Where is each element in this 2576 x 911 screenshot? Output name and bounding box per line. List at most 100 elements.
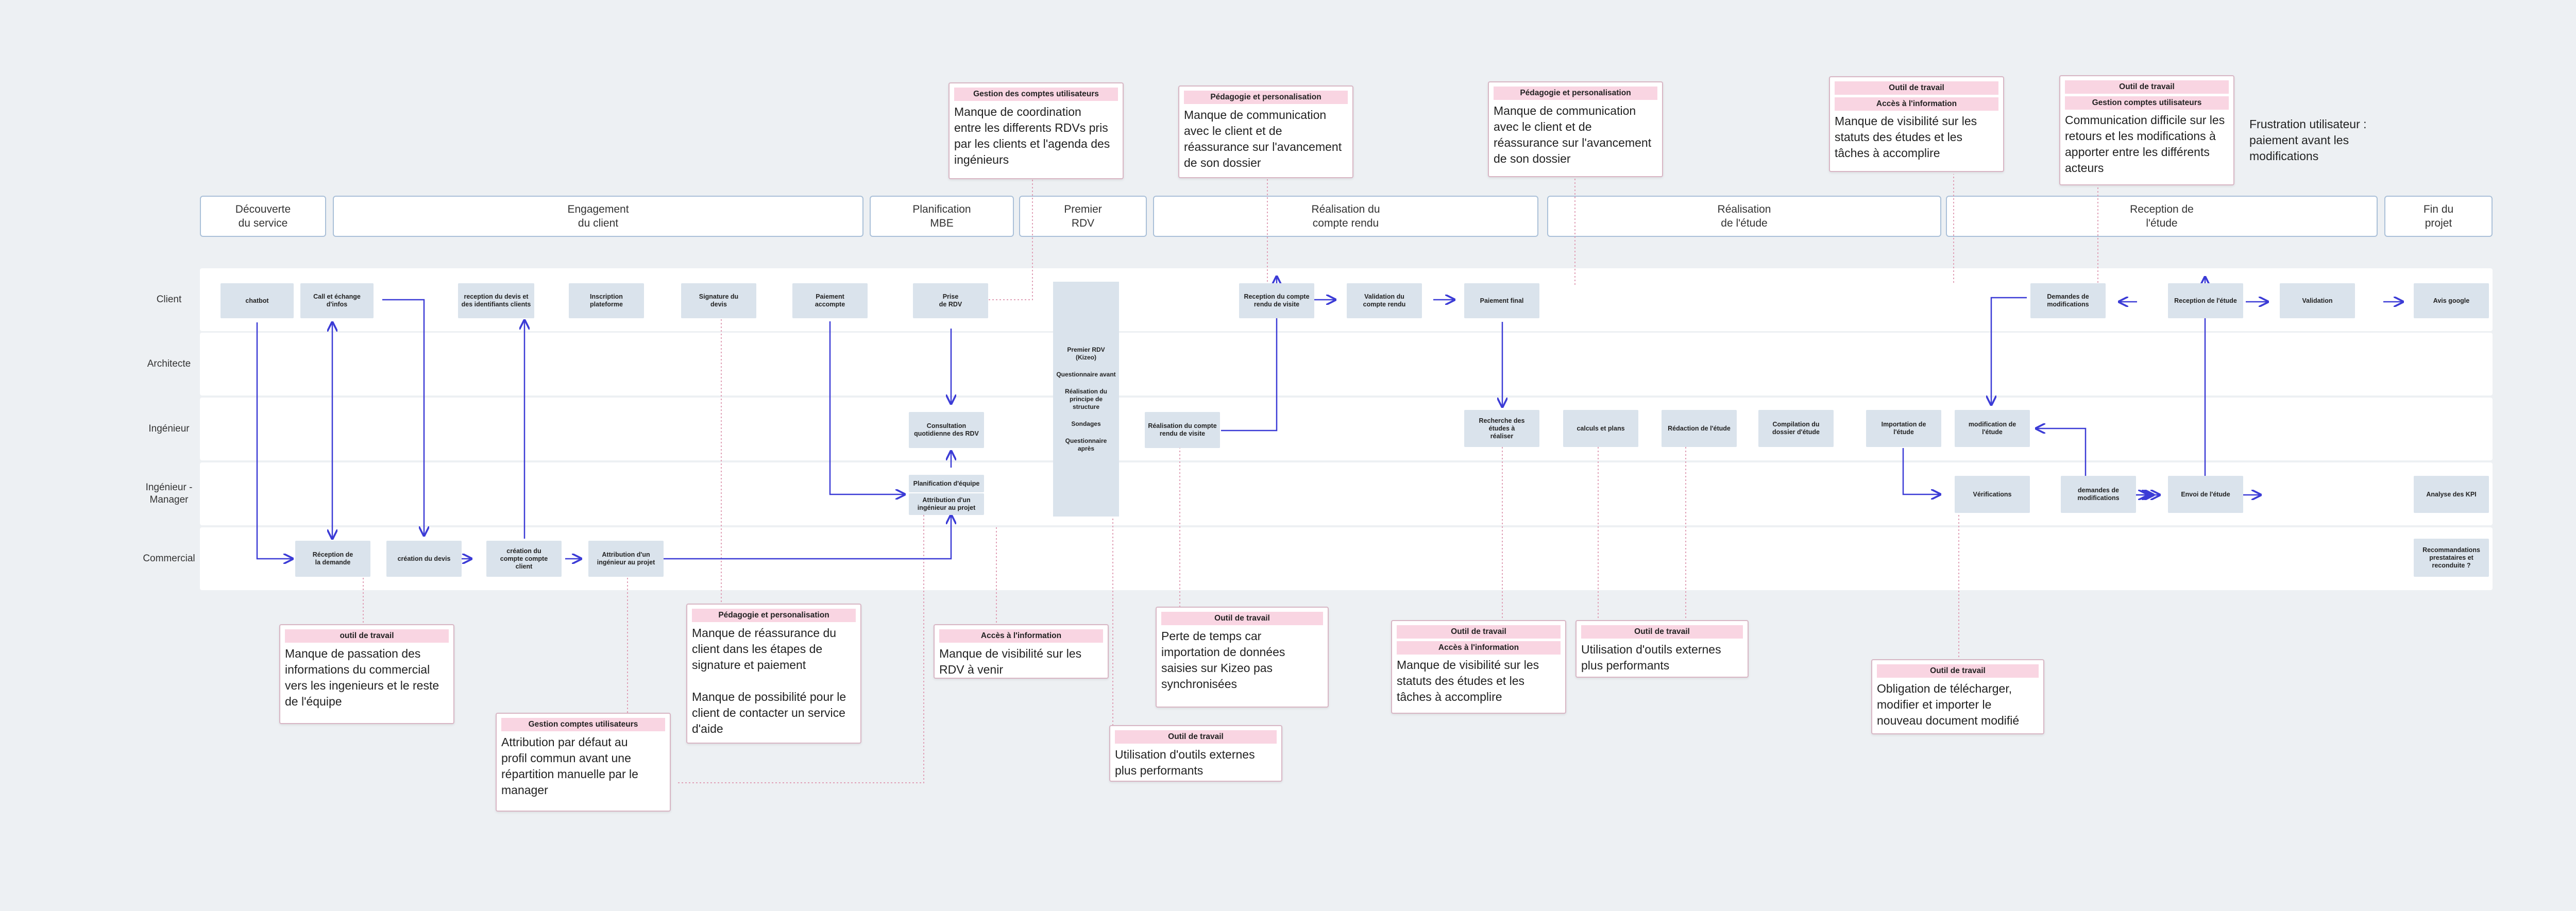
step-paiement-final: Paiement final xyxy=(1464,283,1539,318)
note-tag: Outil de travail xyxy=(2065,80,2229,94)
pain-note-outils-externes-2: Outil de travail Utilisation d'outils ex… xyxy=(1575,620,1749,678)
note-text: Manque de coordination entre les differe… xyxy=(954,105,1110,166)
step-importation: Importation de l'étude xyxy=(1866,410,1941,447)
step-planification-equipe: Planification d'équipe xyxy=(909,475,984,492)
note-tag: Outil de travail xyxy=(1397,625,1561,639)
step-analyse-kpi: Analyse des KPI xyxy=(2414,476,2489,513)
pain-note-passation: outil de travail Manque de passation des… xyxy=(279,624,454,724)
note-text: Perte de temps car importation de donnée… xyxy=(1161,629,1285,691)
lane-architecte xyxy=(200,333,2493,396)
pain-note-visibilite-top: Outil de travail Accès à l'information M… xyxy=(1829,76,2004,172)
phase-reception: Reception de l'étude xyxy=(1946,196,2378,237)
note-tag: Gestion comptes utilisateurs xyxy=(2065,96,2229,110)
questionnaire-apres: Questionnaire après xyxy=(1065,437,1107,452)
step-call: Call et échange d'infos xyxy=(300,283,374,318)
step-recherche: Recherche des études à réaliser xyxy=(1464,410,1539,447)
step-signature: Signature du devis xyxy=(681,283,756,318)
pain-note-pedagogie-1: Pédagogie et personalisation Manque de c… xyxy=(1178,85,1353,178)
step-demandes-modif-client: Demandes de modifications xyxy=(2030,283,2106,318)
pain-note-obligation: Outil de travail Obligation de télécharg… xyxy=(1871,659,2044,734)
phase-fin: Fin du projet xyxy=(2384,196,2493,237)
lane-label-architecte: Architecte xyxy=(147,358,191,369)
phase-decouverte: Découverte du service xyxy=(200,196,326,237)
note-text: Manque de réassurance du client dans les… xyxy=(692,626,846,735)
pain-note-outils-externes-1: Outil de travail Utilisation d'outils ex… xyxy=(1109,725,1282,782)
step-realisation-cr-visite: Réalisation du compte rendu de visite xyxy=(1145,412,1220,448)
note-tag: Gestion des comptes utilisateurs xyxy=(954,88,1118,101)
step-paiement: Paiement accompte xyxy=(792,283,868,318)
phase-premier-rdv: Premier RDV xyxy=(1019,196,1147,237)
note-tag: Outil de travail xyxy=(1581,625,1743,639)
note-text: Communication difficile sur les retours … xyxy=(2065,113,2225,175)
note-tag: Accès à l'information xyxy=(1397,641,1561,655)
step-creation-compte: création du compte compte client xyxy=(486,541,562,577)
step-validation: Validation xyxy=(2280,283,2355,318)
step-consultation: Consultation quotidienne des RDV xyxy=(909,412,984,448)
note-text: Manque de communication avec le client e… xyxy=(1184,108,1342,169)
step-recommandations: Recommandations prestataires et recondui… xyxy=(2414,539,2489,577)
pain-note-perte-temps: Outil de travail Perte de temps car impo… xyxy=(1156,607,1329,708)
questionnaire-avant: Questionnaire avant xyxy=(1056,370,1116,378)
phase-planification: Planification MBE xyxy=(870,196,1014,237)
step-avis: Avis google xyxy=(2414,283,2489,318)
lane-label-commercial: Commercial xyxy=(143,553,195,564)
note-tag: Pédagogie et personalisation xyxy=(1184,91,1348,104)
note-text: Obligation de télécharger, modifier et i… xyxy=(1877,682,2020,727)
note-text: Utilisation d'outils externes plus perfo… xyxy=(1115,748,1255,777)
step-attribution-comm: Attribution d'un ingénieur au projet xyxy=(588,541,664,577)
step-reception-cr: Reception du compte rendu de visite xyxy=(1239,283,1314,318)
note-text: Manque de passation des informations du … xyxy=(285,647,439,708)
step-prise-rdv: Prise de RDV xyxy=(913,283,988,318)
pain-note-visibilite-bottom: Outil de travail Accès à l'information M… xyxy=(1391,620,1566,714)
pain-note-coordination: Gestion des comptes utilisateurs Manque … xyxy=(948,82,1124,179)
principe-structure: Réalisation du principe de structure xyxy=(1064,387,1107,410)
note-text: Attribution par défaut au profil commun … xyxy=(501,735,638,797)
step-verifications: Vérifications xyxy=(1955,476,2030,513)
note-text: Manque de communication avec le client e… xyxy=(1494,104,1652,165)
note-text: Manque de visibilité sur les RDV à venir xyxy=(939,647,1082,676)
pain-note-reassurance: Pédagogie et personalisation Manque de r… xyxy=(686,604,861,744)
step-modification: modification de l'étude xyxy=(1955,410,2030,447)
note-tag: outil de travail xyxy=(285,629,449,643)
note-tag: Accès à l'information xyxy=(1835,97,1998,111)
note-tag: Accès à l'information xyxy=(939,629,1103,643)
note-tag: Outil de travail xyxy=(1115,730,1277,744)
step-attribution-ing-projet: Attribution d'un ingénieur au projet xyxy=(909,493,984,515)
lane-label-ingenieur: Ingénieur xyxy=(148,423,190,434)
note-tag: Gestion comptes utilisateurs xyxy=(501,718,665,731)
note-tag: Outil de travail xyxy=(1161,612,1323,625)
pain-note-attribution: Gestion comptes utilisateurs Attribution… xyxy=(496,713,671,812)
sondages: Sondages xyxy=(1071,420,1101,427)
pain-note-rdv-venir: Accès à l'information Manque de visibili… xyxy=(934,624,1109,679)
phase-engagement: Engagement du client xyxy=(333,196,863,237)
note-text: Utilisation d'outils externes plus perfo… xyxy=(1581,643,1721,672)
step-creation-devis: création du devis xyxy=(386,541,462,577)
note-tag: Outil de travail xyxy=(1877,664,2039,678)
step-demandes-modif-mgr: demandes de modifications xyxy=(2061,476,2136,513)
step-reception-devis: reception du devis et des identifiants c… xyxy=(458,283,534,318)
step-envoi: Envoi de l'étude xyxy=(2168,476,2243,513)
note-tag: Pédagogie et personalisation xyxy=(1494,87,1657,100)
frustration-note: Frustration utilisateur : paiement avant… xyxy=(2249,117,2367,163)
pain-note-pedagogie-2: Pédagogie et personalisation Manque de c… xyxy=(1488,81,1663,177)
step-compilation: Compilation du dossier d'étude xyxy=(1758,410,1834,447)
step-reception-demande: Réception de la demande xyxy=(295,541,370,577)
premier-rdv-kizeo: Premier RDV (Kizeo) xyxy=(1067,346,1105,361)
phase-realisation-etude: Réalisation de l'étude xyxy=(1547,196,1941,237)
dotted-links xyxy=(363,174,2098,783)
note-tag: Pédagogie et personalisation xyxy=(692,609,856,622)
step-inscription: Inscription plateforme xyxy=(569,283,644,318)
note-text: Manque de visibilité sur les statuts des… xyxy=(1397,658,1539,703)
step-reception-etude: Reception de l'étude xyxy=(2168,283,2243,318)
note-text: Manque de visibilité sur les statuts des… xyxy=(1835,114,1977,160)
lane-label-manager: Ingénieur - Manager xyxy=(145,482,193,505)
step-chatbot: chatbot xyxy=(221,283,294,318)
step-calculs: calculs et plans xyxy=(1563,410,1638,447)
note-tag: Outil de travail xyxy=(1835,81,1998,95)
step-validation-cr: Validation du compte rendu xyxy=(1347,283,1422,318)
phase-realisation-cr: Réalisation du compte rendu xyxy=(1153,196,1538,237)
premier-rdv-block: Premier RDV (Kizeo) Questionnaire avant … xyxy=(1053,282,1119,517)
lane-label-client: Client xyxy=(156,294,182,305)
flow-arrows xyxy=(256,277,2403,559)
